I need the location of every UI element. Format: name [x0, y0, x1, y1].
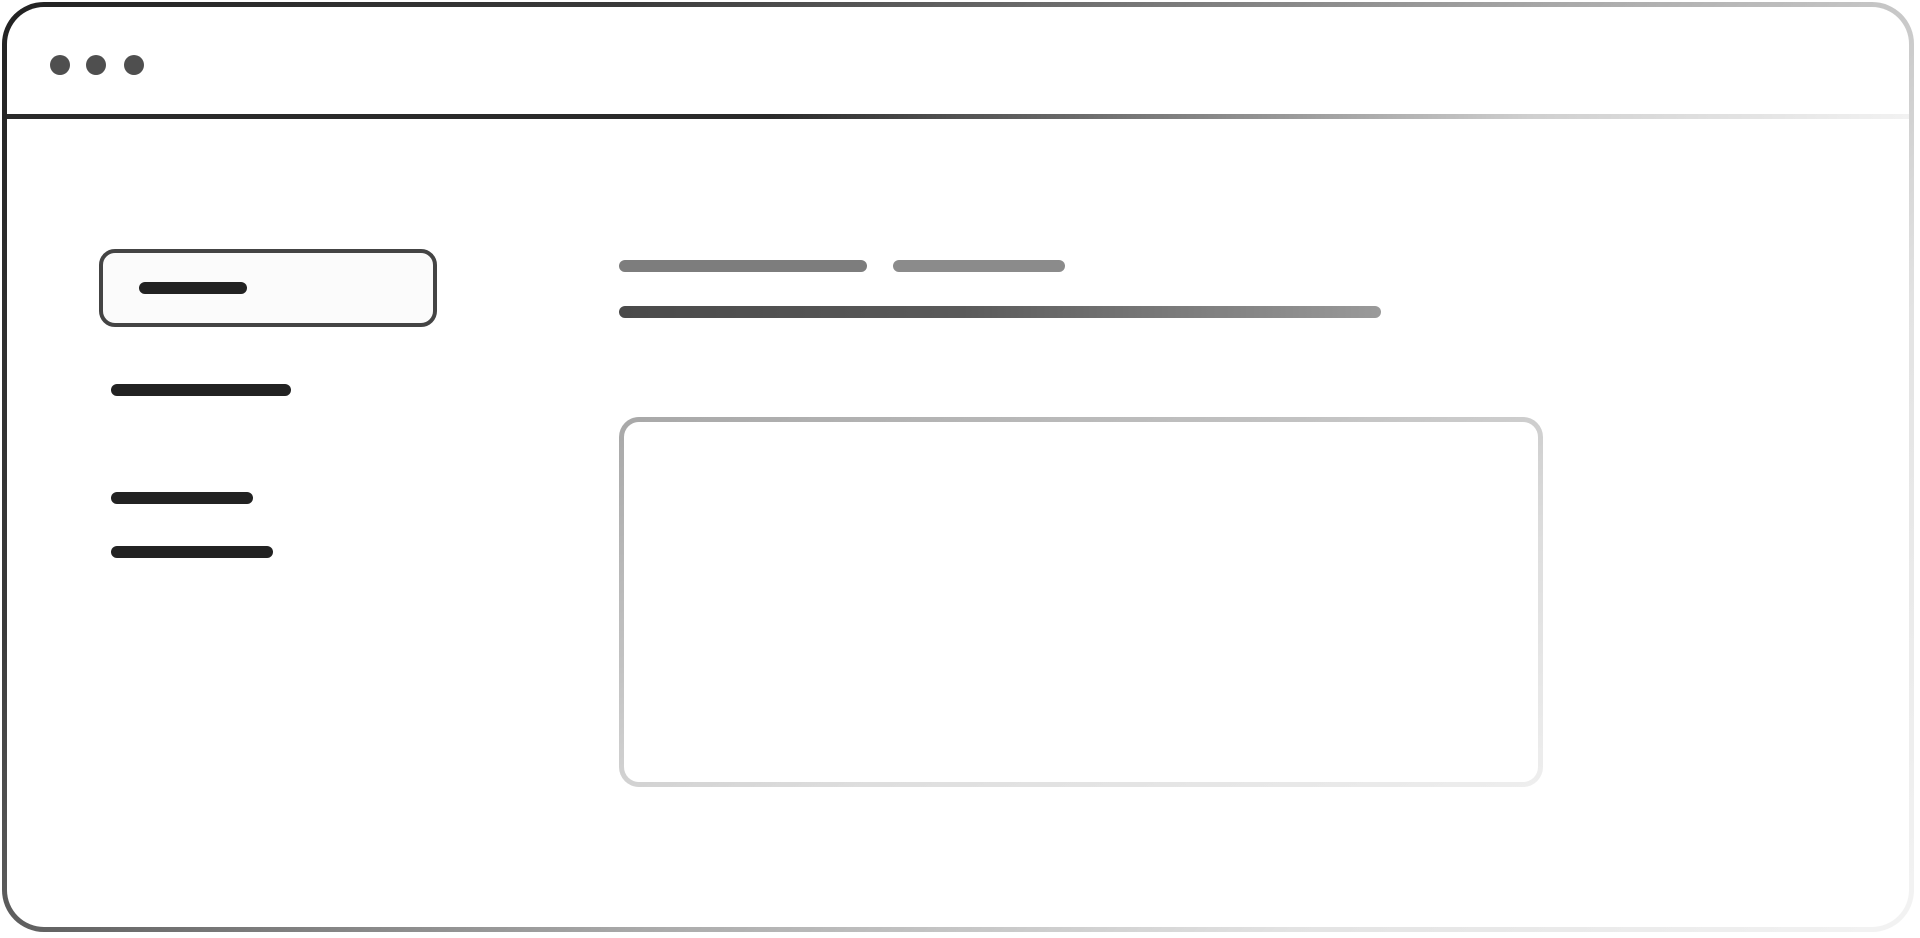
content-card	[619, 417, 1543, 787]
title-bar-divider	[7, 114, 1909, 119]
sidebar-item[interactable]	[107, 543, 279, 561]
page-title-placeholder	[619, 306, 1381, 318]
title-bar	[7, 7, 1909, 115]
window-minimize-dot-icon[interactable]	[86, 55, 106, 75]
breadcrumb-item-placeholder[interactable]	[893, 260, 1065, 272]
window-maximize-dot-icon[interactable]	[124, 55, 144, 75]
breadcrumb-item-placeholder[interactable]	[619, 260, 867, 272]
main-content	[507, 119, 1909, 927]
sidebar-item[interactable]	[107, 489, 259, 507]
sidebar-item[interactable]	[107, 381, 299, 399]
sidebar-item-placeholder-bar	[111, 384, 291, 396]
sidebar-item-placeholder-bar	[139, 282, 247, 294]
sidebar-item-placeholder-bar	[111, 546, 273, 558]
sidebar	[7, 119, 507, 927]
sidebar-item-active[interactable]	[99, 249, 437, 327]
sidebar-item-placeholder-bar	[111, 492, 253, 504]
window-close-dot-icon[interactable]	[50, 55, 70, 75]
